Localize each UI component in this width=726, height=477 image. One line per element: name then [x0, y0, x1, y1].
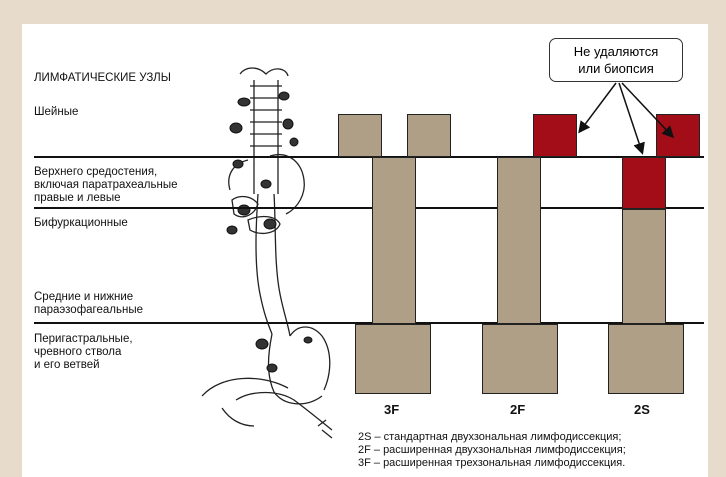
2f-cervical-block-not-removed — [533, 114, 577, 157]
diagram-frame: ЛИМФАТИЧЕСКИЕ УЗЛЫ Шейные Верхнего средо… — [22, 24, 708, 477]
zone-line-abdominal — [34, 322, 704, 324]
label-perigastric: Перигастральные, чревного ствола и его в… — [34, 333, 133, 371]
3f-mediastinal-block — [372, 157, 416, 324]
3f-abdominal-block — [355, 324, 431, 394]
legend-item-2s: 2S – стандартная двухзональная лимфодисс… — [358, 431, 622, 443]
label-cervical: Шейные — [34, 106, 79, 118]
legend-item-3f: 3F – расширенная трехзональная лимфодисс… — [358, 457, 626, 469]
2f-mediastinal-block — [497, 157, 541, 324]
3f-cervical-block-right — [407, 114, 451, 157]
2s-lower-mediastinal-block — [622, 209, 666, 324]
label-middle-lower: Средние и нижние параэзофагеальные — [34, 291, 143, 316]
legend: 2S – стандартная двухзональная лимфодисс… — [358, 431, 626, 470]
callout-line-1: Не удаляются — [573, 44, 659, 59]
callout-not-removed: Не удаляются или биопсия — [549, 38, 683, 82]
2s-abdominal-block — [608, 324, 684, 394]
3f-cervical-block — [338, 114, 382, 157]
zone-line-cervical — [34, 156, 704, 158]
zone-line-bifurcation — [34, 207, 704, 209]
section-title: ЛИМФАТИЧЕСКИЕ УЗЛЫ — [34, 72, 171, 84]
legend-item-2f: 2F – расширенная двухзональная лимфодисс… — [358, 444, 626, 456]
2f-abdominal-block — [482, 324, 558, 394]
column-label-2s: 2S — [634, 402, 650, 417]
label-upper-mediastinal: Верхнего средостения, включая паратрахеа… — [34, 166, 178, 204]
label-bifurcation: Бифуркационные — [34, 217, 128, 229]
2s-upper-mediastinal-block-not-removed — [622, 157, 666, 209]
2s-cervical-block-not-removed — [656, 114, 700, 157]
callout-line-2: или биопсия — [578, 61, 654, 76]
column-label-3f: 3F — [384, 402, 400, 417]
anatomy-illustration — [201, 67, 333, 439]
column-label-2f: 2F — [510, 402, 526, 417]
